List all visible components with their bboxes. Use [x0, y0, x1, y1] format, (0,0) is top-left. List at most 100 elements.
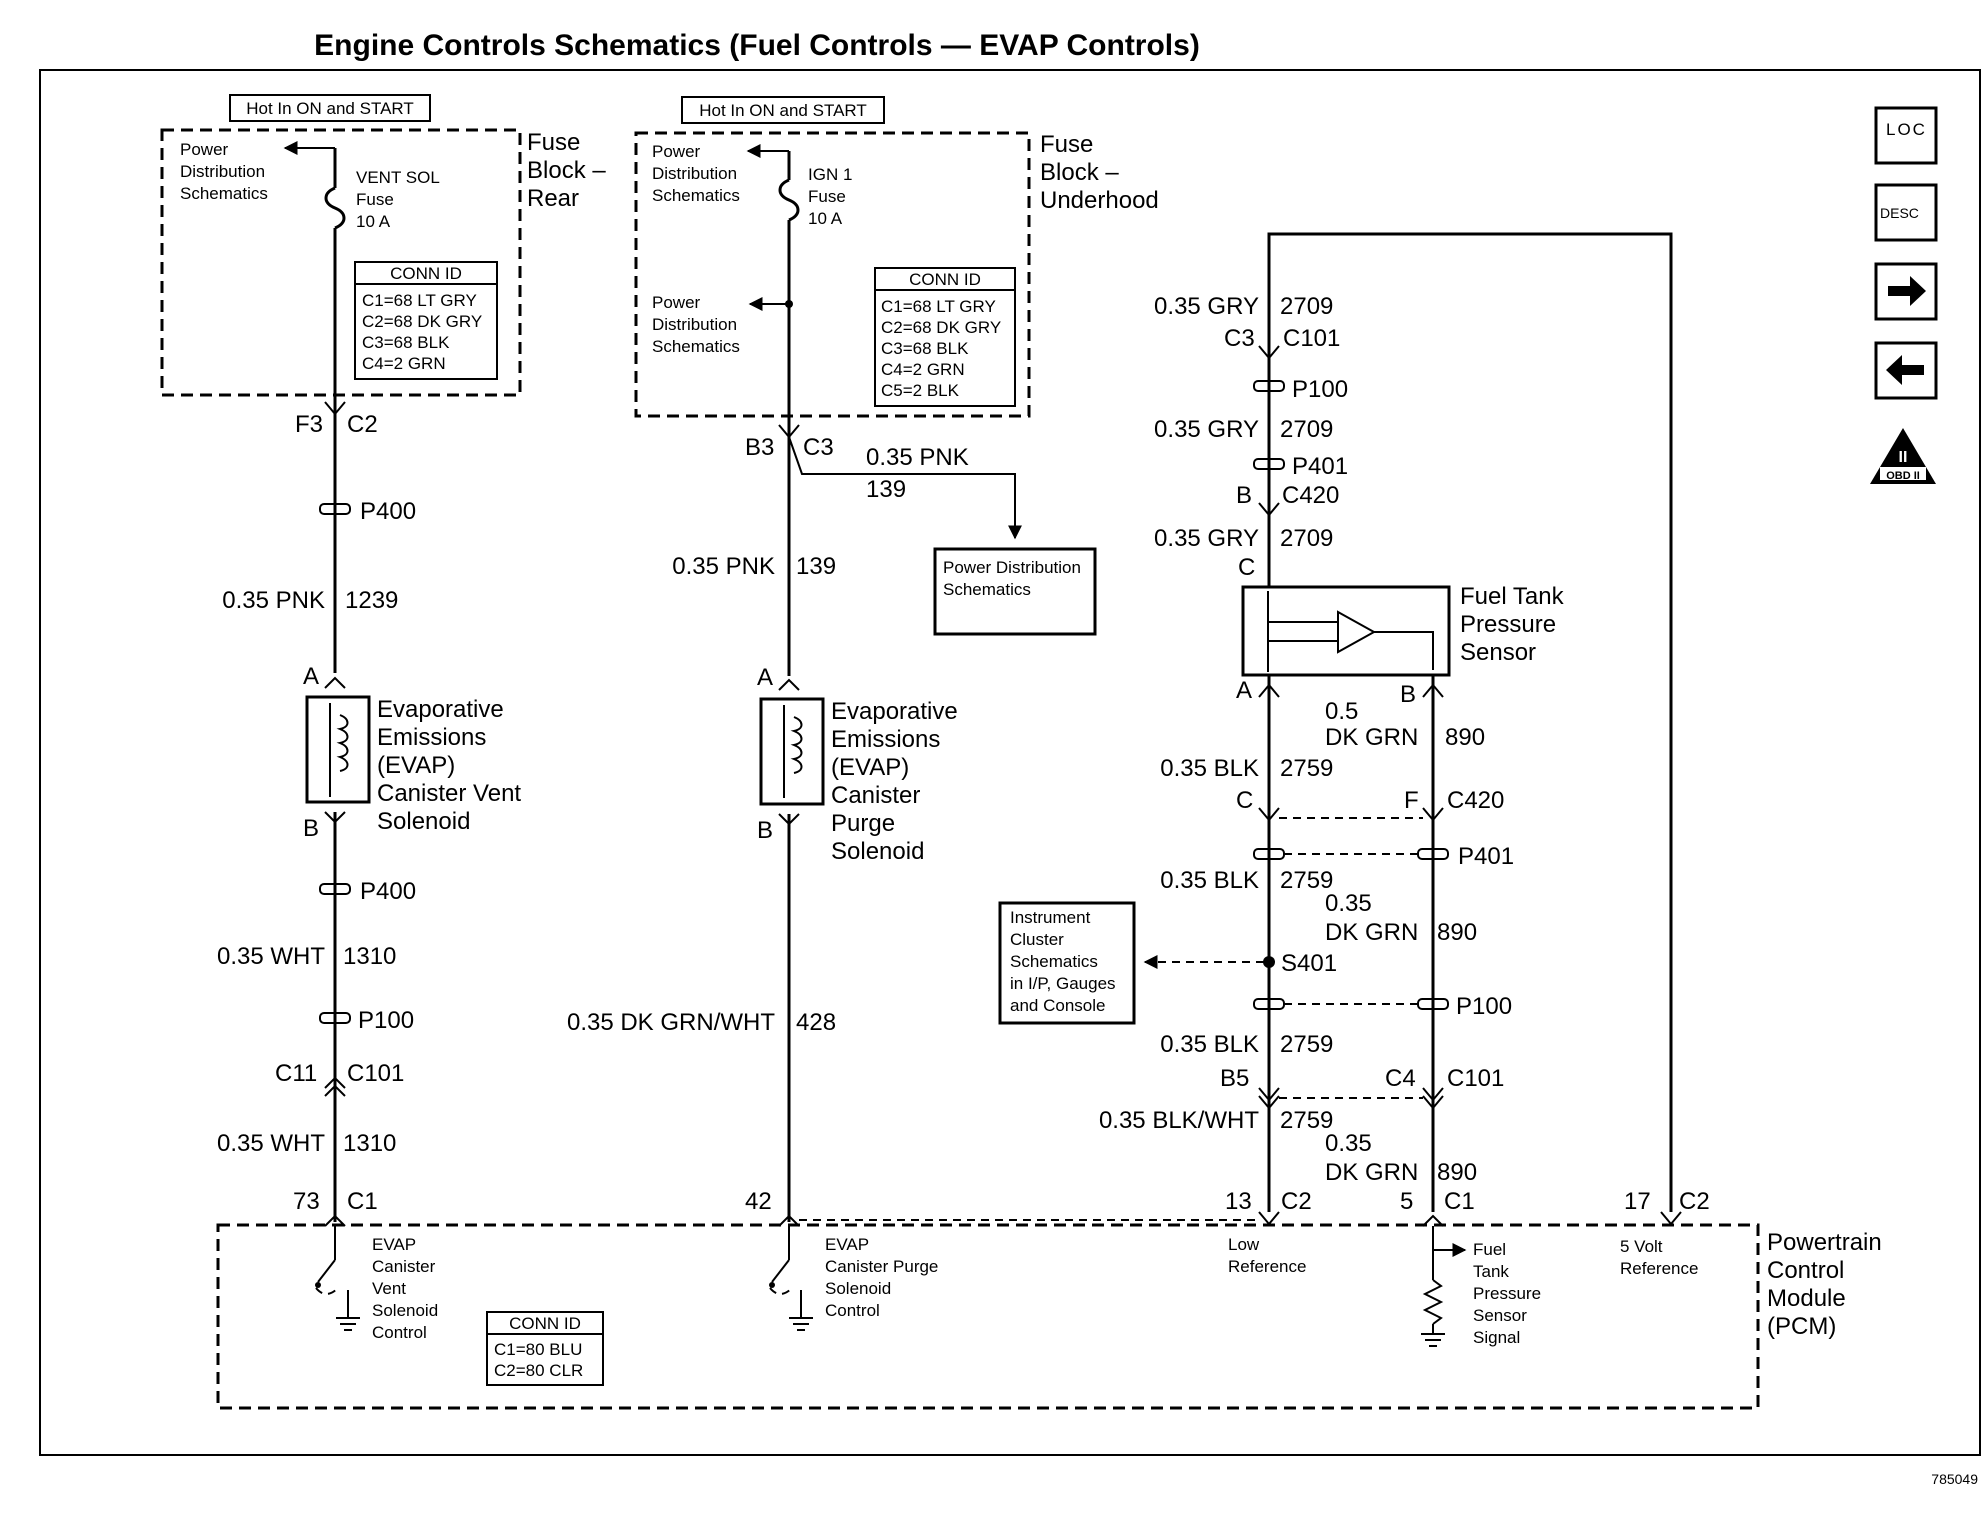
fuse-block-rear-name: Fuse Block – Rear [527, 129, 612, 212]
desc-icon-label: DESC [1880, 205, 1919, 221]
five-volt-reference-label: 5 Volt Reference [1620, 1237, 1698, 1278]
sensor-pin-b: B [1400, 681, 1416, 708]
purge-pin-b: B [757, 817, 773, 844]
vent-conn-c101: C101 [347, 1060, 404, 1087]
c101-top-conn: C101 [1283, 325, 1340, 352]
c420-top-conn: C420 [1282, 482, 1339, 509]
vent-ground-icon [336, 1317, 360, 1331]
diagram-frame [39, 69, 1981, 1456]
pullup-resistor-icon [1422, 1279, 1444, 1325]
hot-label-rear: Hot In ON and START [246, 99, 414, 118]
fuel-tank-pressure-sensor-label: Fuel Tank Pressure Sensor [1460, 583, 1570, 666]
blk2-num: 2759 [1280, 867, 1333, 894]
grn1-size: 0.5 DK GRN [1325, 698, 1418, 751]
purge-driver-switch-icon [771, 1259, 790, 1283]
obd-ii-label-bg [1880, 467, 1926, 480]
vent-pin-a: A [303, 663, 319, 690]
fuel-tank-pressure-sensor-box [1241, 585, 1451, 677]
c420-lower-conn: C420 [1447, 787, 1504, 814]
p100-right-label: P100 [1456, 993, 1512, 1020]
loc-icon[interactable] [1874, 106, 1938, 165]
purge-sol-connector-a [778, 678, 800, 691]
p400-bottom-symbol [319, 883, 351, 895]
c101-lower-connector-left [1258, 1087, 1280, 1110]
ign1-fuse-icon [778, 178, 800, 222]
grn2-size: 0.35 DK GRN [1325, 890, 1418, 946]
conn-id-title-underhood: CONN ID [909, 270, 981, 289]
pin-f3: F3 [295, 411, 323, 438]
c420-lower-connector-right [1422, 807, 1444, 822]
sensor-internal-output [1374, 631, 1434, 670]
blkwht-size: 0.35 BLK/WHT [1099, 1107, 1259, 1134]
fuse-block-underhood-name: Fuse Block – Underhood [1040, 131, 1159, 214]
vent-sol-connector-a [324, 676, 346, 689]
s401-label: S401 [1281, 950, 1337, 977]
pcm-pin-17: 17 [1624, 1188, 1651, 1215]
instrument-cluster-box [998, 901, 1136, 1025]
obd-ii-label: OBD II [1886, 470, 1920, 482]
s401-splice-dot [1263, 956, 1275, 968]
gry3-num: 2709 [1280, 525, 1333, 552]
c101-top-connector [1258, 345, 1280, 360]
grn3-size: 0.35 DK GRN [1325, 1130, 1418, 1186]
purge-wire2-num: 428 [796, 1009, 836, 1036]
conn-c2-rear: C2 [347, 411, 378, 438]
pcm-pin-5: 5 [1400, 1188, 1413, 1215]
c420-lower-connector-left [1258, 807, 1280, 822]
c101-pin-b5: B5 [1220, 1065, 1249, 1092]
pcm-outline [216, 1223, 1760, 1410]
ign1-fuse-label: IGN 1 Fuse 10 A [808, 165, 857, 228]
purge-control-label: EVAP Canister Purge Solenoid Control [825, 1235, 943, 1320]
pcm-conn-c2-low: C2 [1281, 1188, 1312, 1215]
purge-ground-icon [789, 1317, 813, 1331]
vent-circuit: F3 C2 P400 0.35 PNK 1239 A Evaporative E… [217, 395, 521, 1227]
p400-top-symbol [319, 503, 351, 515]
vent-solenoid-coil-icon [336, 714, 349, 772]
conn-id-lines-underhood: C1=68 LT GRY C2=68 DK GRY C3=68 BLK C4=2… [881, 297, 1006, 400]
pcm-c2-connector-17 [1660, 1211, 1682, 1226]
purge-wire1-size: 0.35 PNK [672, 553, 775, 580]
desc-button[interactable]: DESC [1874, 183, 1938, 242]
c420-pin-b: B [1236, 482, 1252, 509]
fuse-block-underhood: Hot In ON and START Fuse Block – Underho… [634, 96, 1159, 418]
p100-top-symbol [1253, 380, 1285, 392]
c101-vent-connector [324, 1076, 346, 1097]
power-dist-schematics-box [933, 547, 1097, 636]
c420-pin-c: C [1236, 787, 1253, 814]
gry3-size: 0.35 GRY [1154, 525, 1259, 552]
conn-id-box-rear [354, 261, 498, 380]
next-arrow-glyph [1888, 276, 1926, 306]
pcm-conn-c1-signal: C1 [1444, 1188, 1475, 1215]
vent-solenoid-box [305, 695, 371, 804]
vent-wire3-num: 1310 [343, 1130, 396, 1157]
pcm-conn-c1-left: C1 [347, 1188, 378, 1215]
p100-vent-label: P100 [358, 1007, 414, 1034]
purge-solenoid-label: Evaporative Emissions (EVAP) Canister Pu… [831, 698, 964, 865]
c101-lower-conn: C101 [1447, 1065, 1504, 1092]
loc-icon-label: LOC [1886, 120, 1927, 139]
pcm-pin-73: 73 [293, 1188, 320, 1215]
next-page-button[interactable] [1874, 262, 1938, 321]
conn-id-title-pcm: CONN ID [509, 1314, 581, 1333]
conn-id-box-underhood [874, 267, 1016, 407]
p400-bottom-label: P400 [360, 878, 416, 905]
vent-control-label: EVAP Canister Vent Solenoid Control [372, 1235, 443, 1342]
blk2-size: 0.35 BLK [1160, 867, 1259, 894]
branch-wire-num: 139 [866, 476, 906, 503]
vent-sol-fuse-label: VENT SOL Fuse 10 A [356, 168, 444, 231]
vent-sol-fuse-icon [324, 186, 346, 230]
pcm-name: Powertrain Control Module (PCM) [1767, 1229, 1888, 1340]
power-dist-label-rear: Power Distribution Schematics [180, 140, 270, 203]
desc-icon[interactable] [1874, 183, 1938, 242]
hot-label-underhood: Hot In ON and START [699, 101, 867, 120]
low-reference-label: Low Reference [1228, 1235, 1306, 1276]
gry1-size: 0.35 GRY [1154, 293, 1259, 320]
prev-page-button[interactable] [1874, 341, 1938, 400]
p401-top-symbol [1253, 458, 1285, 470]
loc-button[interactable]: LOC [1874, 106, 1938, 165]
vent-pin-c11: C11 [275, 1060, 317, 1087]
figure-id: 785049 [1931, 1471, 1978, 1487]
sensor-pin-a: A [1236, 677, 1252, 704]
sensor-circuit: 0.35 GRY 2709 C3 C101 P100 0.35 GRY 2709… [998, 232, 1710, 1227]
vent-wire1-size: 0.35 PNK [222, 587, 325, 614]
